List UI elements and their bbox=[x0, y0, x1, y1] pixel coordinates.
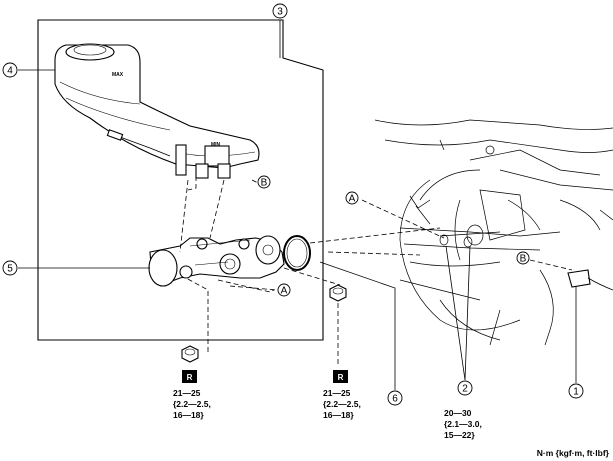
replace-badge-label: R bbox=[338, 373, 344, 382]
replace-badge bbox=[182, 370, 197, 383]
callout-4: 4 bbox=[2, 62, 18, 78]
units-caption: N·m {kgf·m, ft·lbf} bbox=[537, 448, 610, 458]
torque-value-kgf: {2.1—3.0, bbox=[444, 419, 482, 429]
callout-2-label: 2 bbox=[462, 384, 468, 395]
brake-fluid-reservoir: MAX MIN bbox=[54, 43, 260, 179]
torque-spec-lower-nut: R 21—25 {2.2—2.5, 16—18} bbox=[173, 370, 211, 420]
o-ring bbox=[283, 235, 311, 271]
callout-1-label: 1 bbox=[573, 387, 579, 398]
torque-value-kgf: {2.2—2.5, bbox=[323, 399, 361, 409]
callout-5-label: 5 bbox=[7, 264, 13, 275]
vehicle-body-background bbox=[374, 119, 613, 346]
callout-6-label: 6 bbox=[392, 394, 398, 405]
torque-value: 20—30 bbox=[444, 408, 472, 418]
replace-badge bbox=[333, 370, 348, 383]
callout-3: 3 bbox=[272, 3, 288, 19]
callout-5: 5 bbox=[2, 260, 18, 276]
nut-right bbox=[329, 284, 347, 302]
torque-value-ftlbf: 15—22} bbox=[444, 430, 475, 440]
torque-value-ftlbf: 16—18} bbox=[323, 410, 354, 420]
ref-a-right: A bbox=[345, 191, 359, 205]
torque-spec-brake-pipe: 20—30 {2.1—3.0, 15—22} bbox=[444, 408, 482, 440]
ref-b-right-label: B bbox=[520, 254, 527, 265]
max-label: MAX bbox=[112, 72, 124, 78]
assembly-frame bbox=[37, 19, 324, 341]
master-cylinder bbox=[148, 235, 285, 287]
torque-value-kgf: {2.2—2.5, bbox=[173, 399, 211, 409]
torque-spec-right-nut: R 21—25 {2.2—2.5, 16—18} bbox=[323, 370, 361, 420]
torque-value: 21—25 bbox=[323, 388, 351, 398]
nut-lower bbox=[181, 345, 199, 363]
ref-a-lower-label: A bbox=[281, 286, 288, 297]
ref-b-upper: B bbox=[257, 175, 271, 189]
callout-4-label: 4 bbox=[7, 66, 13, 77]
callout-6: 6 bbox=[387, 390, 403, 406]
ref-b-upper-label: B bbox=[261, 178, 268, 189]
callout-1: 1 bbox=[568, 383, 584, 399]
callout-3-label: 3 bbox=[277, 7, 283, 18]
torque-value-ftlbf: 16—18} bbox=[173, 410, 204, 420]
callout-2: 2 bbox=[457, 380, 473, 396]
replace-badge-label: R bbox=[187, 373, 193, 382]
ref-b-right: B bbox=[516, 251, 530, 265]
ref-a-lower: A bbox=[277, 283, 291, 297]
ref-a-right-label: A bbox=[349, 194, 356, 205]
min-label: MIN bbox=[211, 142, 221, 148]
connector bbox=[567, 269, 613, 291]
torque-value: 21—25 bbox=[173, 388, 201, 398]
